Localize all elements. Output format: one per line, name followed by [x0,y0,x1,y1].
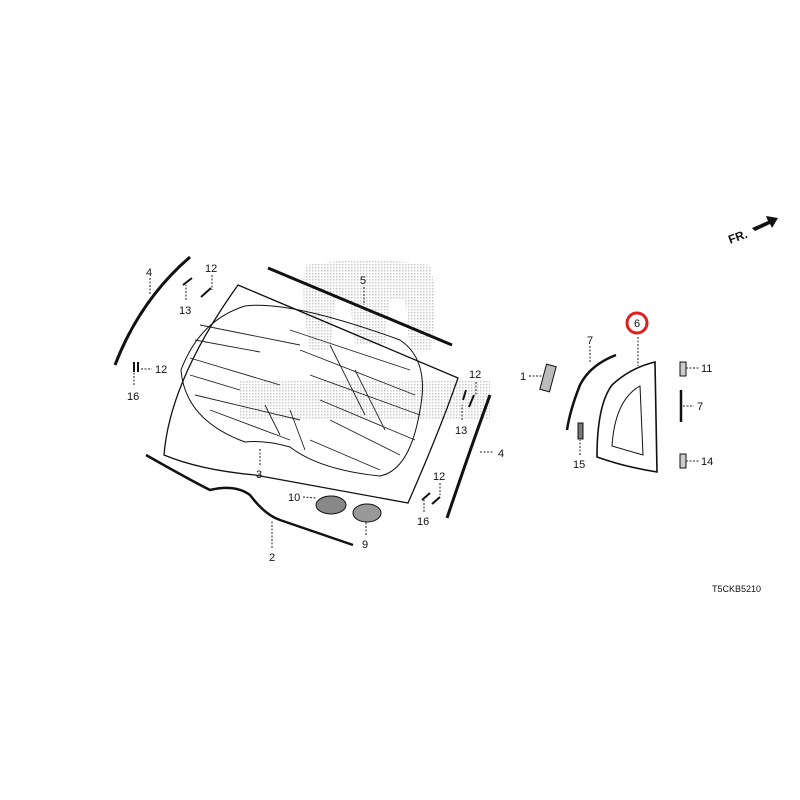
callout-12[interactable]: 12 [433,471,445,483]
part-11-clip [679,361,687,377]
callout-labels: 4 12 13 5 12 16 3 2 10 9 12 13 4 12 16 1… [127,263,761,594]
callout-12[interactable]: 12 [205,263,217,275]
callout-10[interactable]: 10 [288,492,300,504]
part-7-quarter-moulding [565,353,617,431]
callout-12[interactable]: 12 [469,369,481,381]
callout-4[interactable]: 4 [498,448,504,460]
part-9-emblem [352,503,382,523]
quarter-glass-inner [611,385,644,456]
callout-5[interactable]: 5 [360,275,366,287]
part-10-emblem [315,495,347,515]
part-4-right-moulding [445,394,492,519]
callout-7[interactable]: 7 [587,335,593,347]
arrow-icon [752,216,778,231]
callout-6[interactable]: 6 [634,318,640,330]
part-2-lower-moulding [145,453,354,547]
front-direction-indicator: FR. [726,216,778,247]
part-14-clip [679,453,687,469]
callout-2[interactable]: 2 [269,552,275,564]
defroster-lines [189,324,421,471]
callout-4[interactable]: 4 [146,267,152,279]
honda-watermark [240,260,490,420]
part-5-moulding [267,266,453,347]
selected-part-highlight[interactable] [625,311,649,335]
callout-16[interactable]: 16 [127,391,139,403]
callout-12[interactable]: 12 [155,364,167,376]
callout-16[interactable]: 16 [417,516,429,528]
svg-text:FR.: FR. [726,227,749,247]
callout-14[interactable]: 14 [701,456,713,468]
callout-13[interactable]: 13 [179,305,191,317]
callout-13[interactable]: 13 [455,425,467,437]
part-4-left-moulding [113,255,191,366]
diagram-code: T5CKB5210 [712,584,761,594]
part-6-quarter-glass [596,360,658,473]
callout-9[interactable]: 9 [362,539,368,551]
callout-11[interactable]: 11 [701,363,712,375]
part-1-clip [539,363,557,393]
part-3-rear-windshield [163,284,459,504]
callout-7[interactable]: 7 [697,401,703,413]
callout-3[interactable]: 3 [256,469,262,481]
leader-lines [133,275,699,548]
callout-1[interactable]: 1 [520,371,526,383]
part-15-clip [577,422,584,440]
callout-15[interactable]: 15 [573,459,585,471]
clips [133,277,475,505]
defroster-grid [180,304,423,477]
